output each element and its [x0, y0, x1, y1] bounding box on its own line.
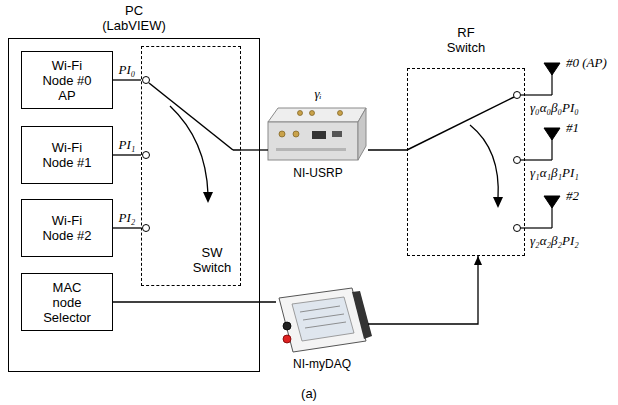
connector [368, 256, 482, 324]
connector-line [113, 154, 141, 155]
switch-contact [143, 77, 150, 84]
antenna-wire [521, 159, 553, 160]
sma-port [298, 111, 303, 116]
node-label: PC (LabVIEW) [98, 3, 170, 33]
connector [113, 155, 141, 156]
panel-line [305, 322, 346, 328]
switch-contact [514, 92, 521, 99]
antenna-name: #2 [565, 188, 580, 203]
usrp-device: NI-USRP [268, 105, 368, 163]
antenna-wire [521, 227, 553, 228]
connector-line [368, 256, 478, 324]
device-top [268, 108, 366, 122]
device-port [312, 131, 326, 139]
edge-label: PI₂ [118, 210, 137, 225]
switch-arm [149, 83, 233, 150]
sw-switch-box: SW Switch [141, 46, 241, 286]
device-strip [276, 148, 346, 151]
device-side [358, 108, 366, 160]
connector-line [113, 301, 276, 302]
mydaq-picture [279, 288, 372, 352]
antenna-name: #0 (AP) [565, 55, 608, 70]
node-label: NI-myDAQ [293, 357, 351, 372]
switch-wire [233, 149, 241, 151]
connector [241, 150, 268, 151]
connector [113, 302, 276, 303]
mac-selector-box: MAC node Selector [21, 273, 113, 331]
rotation-arrow [470, 125, 498, 199]
sma-port [338, 111, 343, 116]
wifi-node-box: Wi-Fi Node #2 [21, 199, 113, 257]
node-label: Wi-Fi Node #1 [39, 140, 95, 170]
connector [368, 150, 407, 151]
node-label: MAC node Selector [39, 280, 95, 325]
antenna-name: #1 [565, 120, 580, 135]
pc-box: PC (LabVIEW)Wi-Fi Node #0 APWi-Fi Node #… [8, 38, 260, 372]
text-holder: PC (LabVIEW) [9, 3, 259, 33]
switch-contact [514, 157, 521, 164]
antenna [521, 196, 561, 228]
node-label: RF Switch [441, 25, 491, 55]
device-front [268, 122, 358, 160]
edge-label: PI₀ [118, 62, 137, 77]
connector-line [113, 79, 141, 80]
text-holder: NI-myDAQ [276, 357, 368, 372]
arrow-head [493, 197, 503, 208]
text-holder: NI-USRP [268, 166, 368, 181]
node-label: Wi-Fi Node #2 [39, 213, 95, 243]
device-connector [352, 291, 372, 339]
sma-port [310, 111, 315, 116]
node-label: NI-USRP [293, 166, 342, 181]
signal-gain: γᵢ [313, 86, 322, 101]
connector [113, 228, 141, 229]
node-label: SW Switch [190, 245, 234, 275]
switch-contact [514, 225, 521, 232]
terminal-black [283, 322, 291, 330]
terminal-red [283, 335, 291, 343]
wifi-node-box: Wi-Fi Node #1 [21, 126, 113, 184]
antenna-symbol [544, 128, 560, 140]
usrp-picture [268, 108, 366, 160]
switch-contact [143, 225, 150, 232]
edge-label: PI₁ [118, 137, 137, 152]
arrow-head [203, 192, 213, 203]
signal-power: γ₀α₀β₀PI₀ [529, 100, 580, 115]
signal-power: γ₂α₂β₂PI₂ [529, 233, 580, 248]
mydaq-device: NI-myDAQ [276, 286, 368, 354]
arrow-head [474, 256, 482, 265]
panel-line [300, 306, 340, 312]
antenna [521, 63, 561, 95]
connector-line [241, 149, 268, 150]
figure-caption: (a) [301, 386, 317, 401]
switch-arm [407, 97, 514, 150]
rf-switch-symbol [407, 92, 521, 232]
wifi-node-box: Wi-Fi Node #0 AP [21, 51, 113, 109]
rotation-arrow [170, 106, 208, 194]
node-label: Wi-Fi Node #0 AP [39, 58, 95, 103]
antenna-symbol [544, 63, 560, 75]
device-port [332, 131, 342, 137]
antenna-wire [521, 94, 553, 95]
antenna [521, 128, 561, 160]
sw-switch-symbol [143, 77, 242, 232]
panel-line [303, 314, 344, 320]
text-holder: SW Switch [190, 245, 234, 275]
signal-power: γ₁α₁β₁PI₁ [529, 165, 580, 180]
device-panel [292, 297, 354, 341]
text-holder: RF Switch [408, 25, 524, 55]
connector-line [368, 149, 407, 150]
rf-switch-box: RF Switch [407, 68, 525, 256]
antenna-symbol [544, 196, 560, 208]
connector [113, 80, 141, 81]
switch-contact [143, 152, 150, 159]
sma-port [293, 131, 299, 137]
connector-line [113, 227, 141, 228]
device-body [279, 288, 366, 352]
sma-port [279, 131, 285, 137]
